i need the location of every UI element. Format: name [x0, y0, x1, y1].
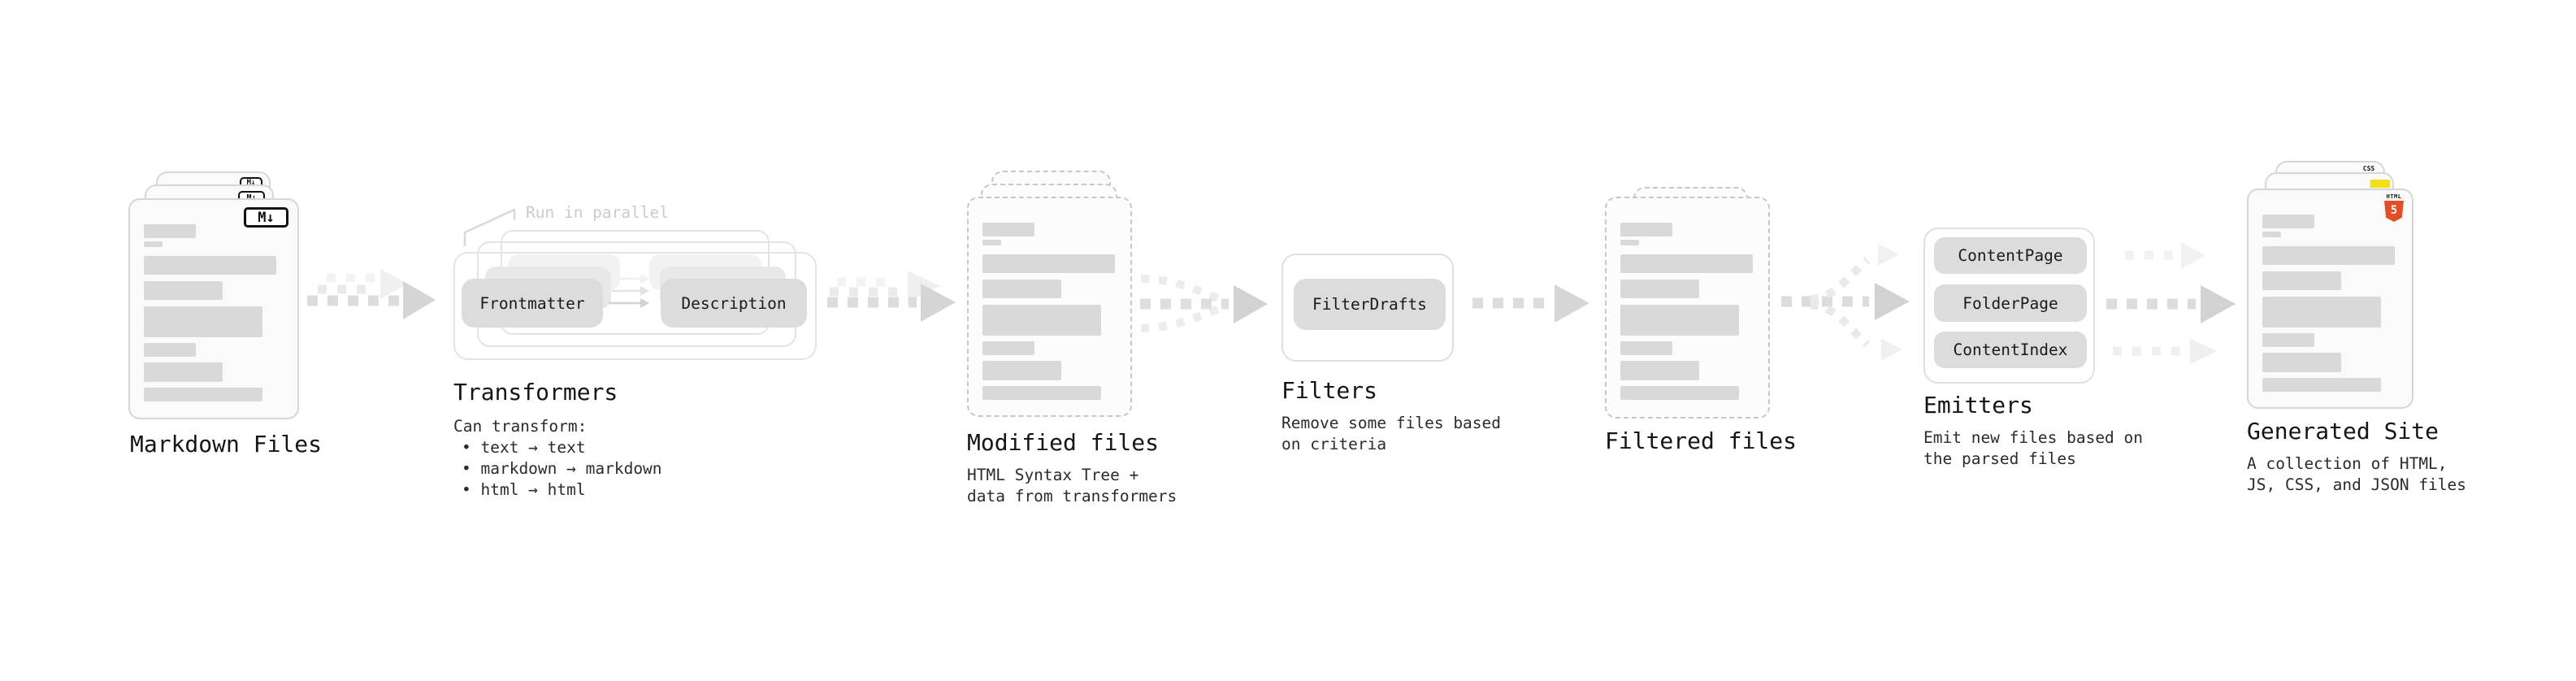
- filtered-file-card-front: [1605, 197, 1770, 419]
- filter-plugin-filterdrafts: FilterDrafts: [1294, 279, 1446, 330]
- placeholder-text-bar: [144, 256, 276, 275]
- placeholder-text-bar: [2262, 333, 2314, 347]
- arrow-emitters-to-generated: [2106, 242, 2236, 364]
- placeholder-text-bar: [1620, 254, 1753, 273]
- placeholder-text-bar: [2262, 246, 2395, 265]
- generated-file-card-html: HTML 5: [2247, 189, 2413, 409]
- emitter-plugin-contentpage: ContentPage: [1934, 237, 2087, 274]
- placeholder-text-bar: [1620, 341, 1672, 355]
- placeholder-text-bar: [1620, 386, 1739, 400]
- placeholder-text-bar: [1620, 361, 1699, 380]
- placeholder-text-bar: [982, 223, 1034, 236]
- generated-site-label: Generated Site: [2247, 418, 2439, 445]
- caption-line: HTML Syntax Tree +: [967, 466, 1139, 484]
- placeholder-text-bar: [2262, 232, 2281, 237]
- placeholder-text-bar: [144, 281, 223, 300]
- generated-site-caption: A collection of HTML, JS, CSS, and JSON …: [2247, 453, 2466, 496]
- placeholder-text-bar: [2262, 215, 2314, 228]
- run-in-parallel-note: Run in parallel: [526, 203, 670, 222]
- caption-line: Remove some files based: [1281, 414, 1502, 432]
- placeholder-text-bar: [982, 240, 1001, 245]
- emitter-plugin-folderpage: FolderPage: [1934, 284, 2087, 322]
- document-placeholder-lines: [2249, 190, 2412, 407]
- placeholder-text-bar: [144, 343, 196, 357]
- modified-files-label: Modified files: [967, 429, 1160, 456]
- caption-line: the parsed files: [1923, 449, 2076, 468]
- transformer-plugin-description: Description: [661, 279, 807, 327]
- html5-icon: HTML 5: [2383, 193, 2405, 222]
- emitter-plugin-contentindex: ContentIndex: [1934, 332, 2087, 368]
- markdown-files-label: Markdown Files: [130, 431, 323, 458]
- arrow-modified-to-filters: [1140, 275, 1268, 332]
- transformers-caption: Can transform: • text → text • markdown …: [453, 416, 662, 501]
- caption-item: • html → html: [462, 480, 586, 499]
- transformers-box-front: [453, 252, 817, 360]
- caption-line: Emit new files based on: [1923, 428, 2144, 447]
- placeholder-text-bar: [2262, 297, 2381, 327]
- placeholder-text-bar: [1620, 305, 1739, 336]
- caption-item: • text → text: [462, 438, 586, 457]
- filters-caption: Remove some files based on criteria: [1281, 413, 1501, 455]
- html5-icon-text: HTML: [2386, 193, 2402, 200]
- document-placeholder-lines: [1607, 198, 1768, 417]
- placeholder-text-bar: [982, 305, 1101, 336]
- caption-line: JS, CSS, and JSON files: [2247, 475, 2467, 494]
- arrow-markdown-to-transformers: [307, 269, 436, 319]
- modified-file-card-front: [967, 197, 1132, 417]
- transformer-plugin-frontmatter: Frontmatter: [462, 279, 603, 327]
- placeholder-text-bar: [144, 306, 262, 337]
- placeholder-text-bar: [2262, 353, 2341, 372]
- caption-line: on criteria: [1281, 435, 1387, 453]
- placeholder-text-bar: [2262, 271, 2341, 290]
- transformers-label: Transformers: [453, 379, 618, 406]
- placeholder-text-bar: [982, 386, 1101, 400]
- emitters-label: Emitters: [1923, 392, 2033, 419]
- placeholder-text-bar: [1620, 240, 1639, 245]
- html5-icon-shield: 5: [2384, 201, 2404, 222]
- caption-line: A collection of HTML,: [2247, 454, 2448, 473]
- arrow-filtered-to-emitters: [1781, 244, 1910, 361]
- placeholder-text-bar: [982, 254, 1115, 273]
- markdown-icon: M↓: [244, 207, 288, 228]
- placeholder-text-bar: [144, 362, 223, 382]
- css-icon-text: CSS: [2362, 165, 2375, 172]
- arrow-transformers-to-modified: [827, 271, 956, 322]
- placeholder-text-bar: [144, 224, 196, 238]
- caption-title: Can transform:: [453, 417, 588, 436]
- caption-item: • markdown → markdown: [462, 459, 662, 478]
- filters-label: Filters: [1281, 377, 1378, 404]
- javascript-icon: [2370, 180, 2390, 188]
- document-placeholder-lines: [130, 200, 297, 418]
- placeholder-text-bar: [982, 280, 1061, 298]
- placeholder-text-bar: [1620, 223, 1672, 236]
- filtered-files-label: Filtered files: [1605, 427, 1798, 454]
- placeholder-text-bar: [982, 361, 1061, 380]
- emitters-caption: Emit new files based on the parsed files: [1923, 427, 2143, 470]
- modified-files-caption: HTML Syntax Tree + data from transformer…: [967, 465, 1177, 507]
- placeholder-text-bar: [1620, 280, 1699, 298]
- markdown-file-card-front: M↓: [128, 198, 299, 419]
- arrow-filters-to-filtered: [1472, 284, 1589, 323]
- caption-line: data from transformers: [967, 487, 1177, 505]
- placeholder-text-bar: [982, 341, 1034, 355]
- document-placeholder-lines: [969, 198, 1130, 415]
- placeholder-text-bar: [144, 241, 163, 247]
- placeholder-text-bar: [144, 388, 262, 401]
- placeholder-text-bar: [2262, 378, 2381, 392]
